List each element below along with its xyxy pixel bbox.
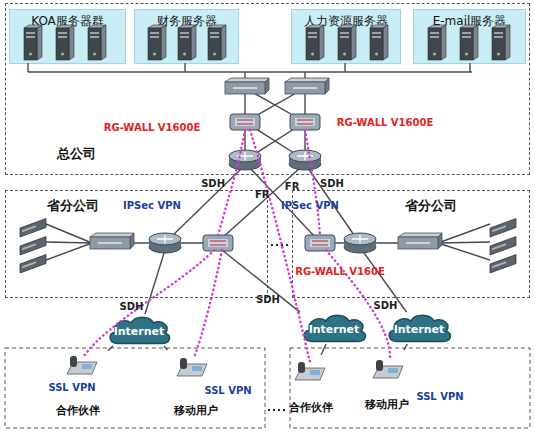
link-type: SDH bbox=[201, 177, 225, 188]
firewall-icon bbox=[290, 114, 320, 130]
terminal-icon bbox=[67, 356, 97, 374]
branch-link bbox=[110, 242, 218, 243]
router-icon bbox=[289, 150, 321, 170]
user-name: 合作伙伴 bbox=[289, 400, 333, 415]
user-area bbox=[5, 348, 265, 428]
vpn-terminal: 合作伙伴 bbox=[282, 355, 340, 415]
link-type: SDH bbox=[374, 300, 398, 311]
server-group-name: 人力资源服务器 bbox=[304, 13, 388, 30]
device-link bbox=[292, 168, 300, 175]
rack-link bbox=[438, 224, 490, 260]
device-link bbox=[292, 213, 316, 238]
router-icon bbox=[229, 150, 261, 170]
firewall-icon bbox=[305, 235, 335, 251]
terminal-icon bbox=[373, 360, 403, 378]
network-name: Internet bbox=[114, 325, 165, 338]
switch-icon bbox=[285, 78, 329, 94]
vpn-tunnel bbox=[84, 250, 214, 356]
cloud-outline bbox=[110, 317, 169, 343]
server-group: E-mail服务器 bbox=[413, 9, 526, 64]
continuation-dots bbox=[268, 409, 288, 411]
link-type: SDH bbox=[120, 301, 144, 312]
device-link bbox=[170, 190, 219, 238]
switch-icon bbox=[398, 233, 442, 249]
link-type: SDH bbox=[256, 294, 280, 305]
server-drop bbox=[28, 63, 470, 72]
network-link bbox=[396, 298, 406, 312]
vpn-tunnel bbox=[305, 130, 320, 236]
cloud-outline bbox=[389, 315, 450, 341]
device-link bbox=[222, 197, 268, 238]
router-icon bbox=[344, 233, 376, 253]
server-group-name: E-mail服务器 bbox=[433, 13, 507, 30]
vpn-type: SSL VPN bbox=[204, 385, 251, 396]
internet-cloud: Internet bbox=[106, 314, 172, 346]
cloud-outline bbox=[304, 315, 365, 341]
firewall-icon bbox=[203, 235, 233, 251]
site-name: 总公司 bbox=[57, 145, 96, 163]
router-icon bbox=[149, 233, 181, 253]
site-region: 总公司 KOA服务器群 财务服务器 人力资源服务器 E-mail服务器 bbox=[5, 3, 530, 175]
terminal-icon bbox=[295, 362, 325, 380]
device-link bbox=[235, 168, 242, 175]
link-type: SDH bbox=[320, 177, 344, 188]
vpn-type: SSL VPN bbox=[48, 382, 95, 393]
internet-cloud: Internet bbox=[385, 312, 453, 344]
continuation-dots bbox=[271, 244, 290, 246]
switch-icon bbox=[90, 233, 134, 249]
vpn-tunnel bbox=[194, 250, 222, 358]
rack-icon bbox=[490, 219, 516, 237]
vpn-type: IPSec VPN bbox=[281, 200, 339, 211]
vpn-tunnel bbox=[250, 130, 310, 362]
device-link bbox=[222, 250, 268, 287]
branch-link bbox=[320, 242, 418, 243]
switch-icon bbox=[225, 78, 269, 94]
server-group: KOA服务器群 bbox=[9, 9, 126, 64]
site-name: 省分公司 bbox=[405, 197, 457, 215]
rack-link bbox=[46, 224, 92, 260]
network-link bbox=[164, 346, 168, 350]
device-link bbox=[250, 168, 257, 175]
device-link bbox=[150, 250, 165, 298]
rack-icon bbox=[490, 255, 516, 273]
internet-cloud: Internet bbox=[300, 312, 368, 344]
user-area bbox=[290, 348, 530, 428]
device-model: RG-WALL V1600E bbox=[104, 122, 201, 133]
network-link bbox=[404, 344, 407, 350]
device-link bbox=[323, 190, 356, 238]
server-group: 人力资源服务器 bbox=[291, 9, 401, 64]
server-bus bbox=[28, 71, 472, 72]
site-name: 省分公司 bbox=[47, 197, 99, 215]
rack-icon bbox=[20, 255, 46, 273]
rack-icon bbox=[20, 237, 46, 255]
server-group: 财务服务器 bbox=[134, 9, 239, 64]
vpn-terminal: 移动用户 bbox=[167, 350, 225, 418]
network-name: Internet bbox=[394, 323, 445, 336]
user-name: 合作伙伴 bbox=[56, 403, 100, 418]
link-type: FR bbox=[285, 180, 300, 191]
vpn-terminal: 移动用户 bbox=[358, 350, 416, 412]
firewall-icon bbox=[230, 114, 260, 130]
network-name: Internet bbox=[309, 323, 360, 336]
core-uplink bbox=[245, 72, 305, 88]
link-type: FR bbox=[255, 188, 270, 199]
server-group-name: KOA服务器群 bbox=[31, 13, 104, 30]
vpn-type: IPSec VPN bbox=[123, 200, 181, 211]
vpn-type: SSL VPN bbox=[416, 391, 463, 402]
network-link bbox=[321, 344, 326, 355]
firewall-router-link bbox=[245, 122, 305, 160]
rack-icon bbox=[20, 219, 46, 237]
device-model: RG-WALL V160E bbox=[295, 266, 385, 277]
network-link bbox=[108, 346, 113, 351]
rack-icon bbox=[490, 237, 516, 255]
terminal-icon bbox=[177, 358, 207, 376]
user-name: 移动用户 bbox=[365, 397, 409, 412]
user-name: 移动用户 bbox=[174, 403, 218, 418]
server-group-name: 财务服务器 bbox=[157, 13, 217, 30]
device-model: RG-WALL V1600E bbox=[337, 117, 434, 128]
switch-firewall-link bbox=[245, 88, 305, 122]
network-link bbox=[145, 298, 150, 314]
device-link bbox=[308, 168, 313, 175]
